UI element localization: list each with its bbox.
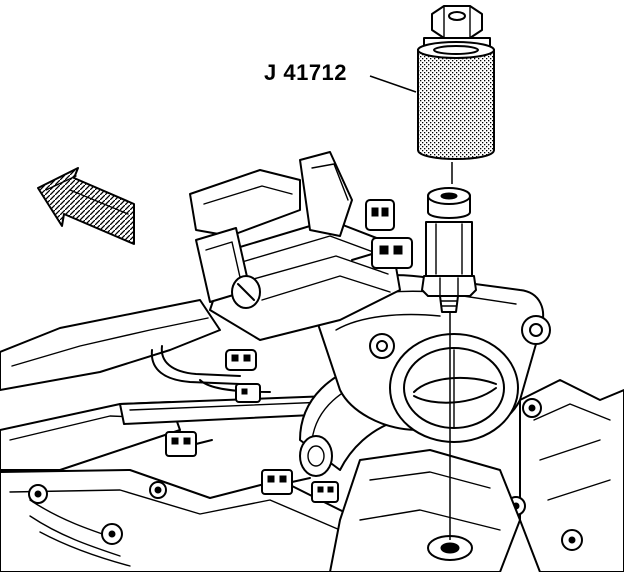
sensor-connector-icon (231, 275, 261, 309)
sensor-connector-icon (365, 199, 395, 231)
block-bolt-icon (522, 398, 542, 418)
callout-leader-line (369, 75, 417, 93)
tool-callout-label: J 41712 (264, 60, 348, 85)
sensor-connector-icon (235, 383, 261, 403)
block-bolt-icon (561, 529, 583, 551)
socket-tool (417, 5, 495, 160)
cover-bolt-icon (28, 484, 48, 504)
sensor-connector-icon (351, 237, 413, 269)
front-direction-arrow-icon (37, 167, 135, 245)
injector-connector-icon (261, 469, 311, 495)
pressure-sensor (421, 187, 477, 313)
throttle-body-icon (369, 315, 551, 443)
engine-assembly (0, 151, 624, 572)
injector-connector-icon (165, 431, 213, 457)
sensor-connector-icon (225, 349, 257, 371)
cover-bolt-icon (101, 523, 123, 545)
injector-connector-icon (311, 481, 339, 503)
cover-bolt-icon (149, 481, 167, 499)
